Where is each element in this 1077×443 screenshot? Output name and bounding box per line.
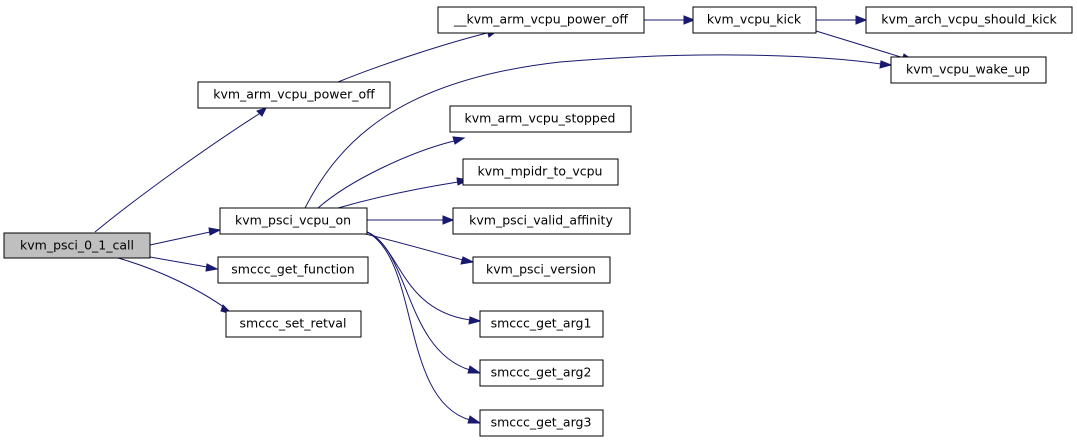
edge-vcpu-on-to-arg3 — [366, 231, 471, 421]
arrowhead — [467, 415, 482, 424]
node-kvm-mpidr-to-vcpu[interactable]: kvm_mpidr_to_vcpu — [462, 158, 619, 186]
arrowhead — [683, 15, 696, 25]
node-kvm-psci-version[interactable]: kvm_psci_version — [472, 256, 611, 284]
arrowhead — [460, 256, 475, 265]
node-underscore-kvm-arm-vcpu-power-off[interactable]: __kvm_arm_vcpu_power_off — [437, 6, 645, 34]
node-smccc-get-arg2[interactable]: smccc_get_arg2 — [479, 359, 604, 387]
node-label: kvm_psci_0_1_call — [20, 238, 134, 253]
edge-root-to-power-off — [94, 111, 263, 233]
edge-root-to-get-function — [149, 256, 208, 268]
edge-vcpu-on-to-stopped — [317, 140, 455, 209]
node-label: smccc_get_arg2 — [491, 365, 592, 380]
edge-power-off-to-inner — [337, 32, 488, 83]
node-label: smccc_get_function — [231, 262, 354, 277]
node-kvm-arm-vcpu-stopped[interactable]: kvm_arm_vcpu_stopped — [449, 105, 632, 133]
arrowhead — [467, 365, 482, 374]
node-label: kvm_vcpu_wake_up — [906, 62, 1030, 77]
node-kvm-vcpu-wake-up[interactable]: kvm_vcpu_wake_up — [890, 56, 1047, 84]
edge-vcpu-on-to-version — [356, 231, 464, 261]
edge-kick-to-wake-up — [815, 30, 905, 59]
arrowhead — [855, 15, 868, 25]
node-kvm-psci-valid-affinity[interactable]: kvm_psci_valid_affinity — [452, 207, 631, 235]
node-kvm-vcpu-kick[interactable]: kvm_vcpu_kick — [692, 6, 817, 34]
edge-root-to-vcpu-on — [149, 231, 211, 246]
node-label: __kvm_arm_vcpu_power_off — [453, 12, 628, 27]
node-kvm-psci-0-1-call[interactable]: kvm_psci_0_1_call — [3, 232, 151, 259]
node-smccc-set-retval[interactable]: smccc_set_retval — [225, 310, 362, 338]
node-label: kvm_arch_vcpu_should_kick — [881, 12, 1057, 27]
node-label: smccc_set_retval — [240, 316, 347, 331]
arrowhead — [468, 316, 482, 325]
node-label: kvm_psci_valid_affinity — [469, 213, 613, 228]
edge-root-to-set-retval — [117, 257, 226, 309]
edge-vcpu-on-to-arg2 — [366, 231, 471, 371]
node-label: kvm_arm_vcpu_power_off — [213, 87, 375, 102]
node-label: smccc_get_arg1 — [491, 316, 592, 331]
node-kvm-psci-vcpu-on[interactable]: kvm_psci_vcpu_on — [219, 207, 368, 235]
node-label: kvm_vcpu_kick — [707, 12, 802, 27]
arrowhead — [208, 227, 222, 236]
arrowhead — [452, 136, 466, 145]
node-smccc-get-arg3[interactable]: smccc_get_arg3 — [479, 409, 604, 437]
arrowhead — [205, 263, 219, 272]
node-label: smccc_get_arg3 — [491, 415, 592, 430]
node-kvm-arm-vcpu-power-off[interactable]: kvm_arm_vcpu_power_off — [197, 81, 391, 109]
node-label: kvm_psci_version — [486, 262, 596, 277]
arrowhead — [442, 215, 455, 225]
node-label: kvm_mpidr_to_vcpu — [478, 164, 603, 179]
node-label: kvm_arm_vcpu_stopped — [464, 111, 615, 126]
node-label: kvm_psci_vcpu_on — [235, 213, 351, 228]
edge-vcpu-on-to-wake-up — [304, 54, 882, 209]
arrowhead — [256, 107, 267, 117]
arrowhead — [879, 60, 893, 69]
node-smccc-get-function[interactable]: smccc_get_function — [217, 256, 369, 284]
node-kvm-arch-vcpu-should-kick[interactable]: kvm_arch_vcpu_should_kick — [865, 6, 1073, 34]
edge-vcpu-on-to-mpidr — [337, 181, 459, 209]
node-smccc-get-arg1[interactable]: smccc_get_arg1 — [479, 310, 604, 338]
